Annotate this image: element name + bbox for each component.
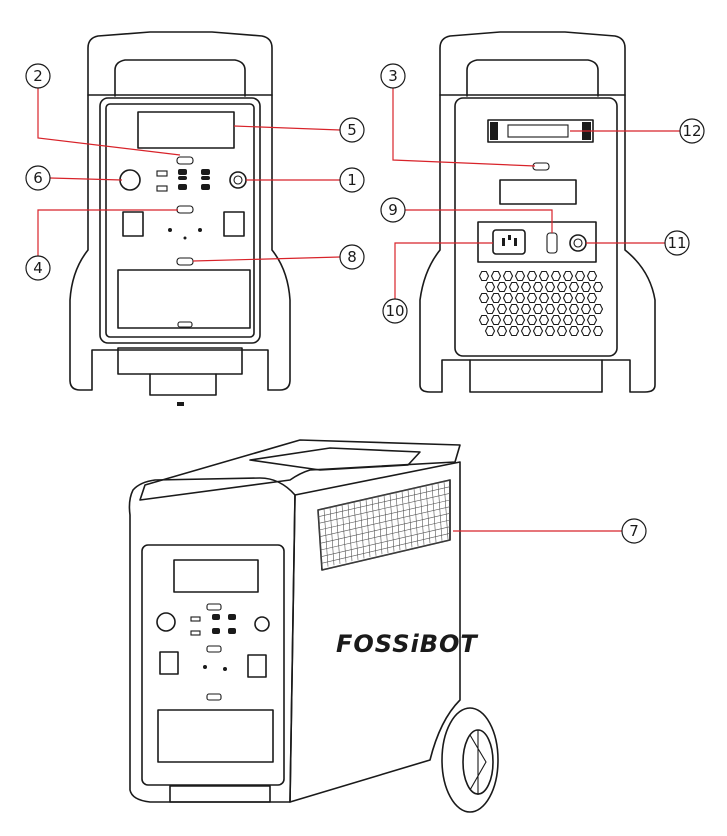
svg-text:1: 1 <box>347 171 357 189</box>
brand-logo: FOSSiBOT <box>336 630 478 658</box>
front-light-switch <box>176 257 194 266</box>
callout-2: 2 <box>25 63 51 89</box>
front-usba-port-1 <box>156 170 168 177</box>
back-input-switch <box>546 232 558 254</box>
front-usbc-top-port <box>176 156 194 165</box>
perspective-front-face <box>128 477 296 803</box>
callout-9: 9 <box>380 197 406 223</box>
front-panel-frame <box>99 97 261 344</box>
perspective-power-button <box>156 612 176 632</box>
perspective-top-handle <box>249 447 421 471</box>
callout-4: 4 <box>25 255 51 281</box>
perspective-top <box>139 439 461 501</box>
svg-text:2: 2 <box>33 67 43 85</box>
leader-lines <box>37 88 680 532</box>
perspective-side-face <box>289 461 461 803</box>
front-display <box>137 111 235 149</box>
callout-8: 8 <box>339 244 365 270</box>
callout-3: 3 <box>380 63 406 89</box>
front-ac-outlets <box>178 169 210 190</box>
perspective-outlets <box>190 603 236 653</box>
callout-1: 1 <box>339 167 365 193</box>
perspective-wheel <box>441 707 499 813</box>
front-view <box>69 31 291 406</box>
svg-text:6: 6 <box>33 169 43 187</box>
svg-text:9: 9 <box>388 201 398 219</box>
back-dc-input <box>569 234 587 252</box>
front-base <box>117 347 243 375</box>
perspective-right-cover <box>247 654 267 678</box>
svg-text:11: 11 <box>667 234 686 252</box>
back-body-outer <box>419 94 656 393</box>
front-usba-port-2 <box>156 185 168 192</box>
back-top-handle <box>439 31 626 96</box>
svg-text:10: 10 <box>385 302 404 320</box>
svg-text:12: 12 <box>682 122 701 140</box>
back-label-plate <box>499 179 577 205</box>
perspective-car-port <box>254 616 270 632</box>
callout-5: 5 <box>339 117 365 143</box>
front-panel-inner <box>105 103 255 338</box>
front-handle-inner <box>114 59 246 97</box>
front-usbc-bottom-port <box>176 205 194 214</box>
perspective-left-cover <box>159 651 179 675</box>
svg-text:5: 5 <box>347 121 357 139</box>
back-vent-grid <box>478 270 604 337</box>
callout-7: 7 <box>621 518 647 544</box>
back-panel-frame <box>454 97 618 357</box>
perspective-storage <box>157 709 274 763</box>
callout-markers: 1 2 3 4 5 6 7 8 9 10 11 12 <box>25 63 705 544</box>
back-base <box>469 359 603 393</box>
perspective-view: FOSSiBOT <box>128 439 499 813</box>
front-body-outer <box>69 94 291 391</box>
svg-text:4: 4 <box>33 259 43 277</box>
front-right-outlet-cover <box>223 211 245 237</box>
svg-text:7: 7 <box>629 522 639 540</box>
front-car-port <box>229 171 247 189</box>
back-input-plate <box>477 221 597 263</box>
back-ac-input <box>492 229 526 255</box>
back-view <box>419 31 656 393</box>
perspective-front-panel <box>141 544 285 786</box>
front-power-button <box>119 169 141 191</box>
callout-12: 12 <box>679 118 705 144</box>
svg-text:3: 3 <box>388 67 398 85</box>
callout-11: 11 <box>664 230 690 256</box>
svg-text:8: 8 <box>347 248 357 266</box>
front-base-foot <box>149 373 217 396</box>
back-handle-inner <box>466 59 599 97</box>
front-left-outlet-cover <box>122 211 144 237</box>
back-usbc-port <box>532 162 550 171</box>
front-top-handle <box>87 31 273 96</box>
perspective-display <box>173 559 259 593</box>
callout-6: 6 <box>25 165 51 191</box>
perspective-base <box>169 785 271 803</box>
front-storage-compartment <box>117 269 251 329</box>
perspective-side-vent <box>317 479 451 571</box>
callout-10: 10 <box>382 298 408 324</box>
